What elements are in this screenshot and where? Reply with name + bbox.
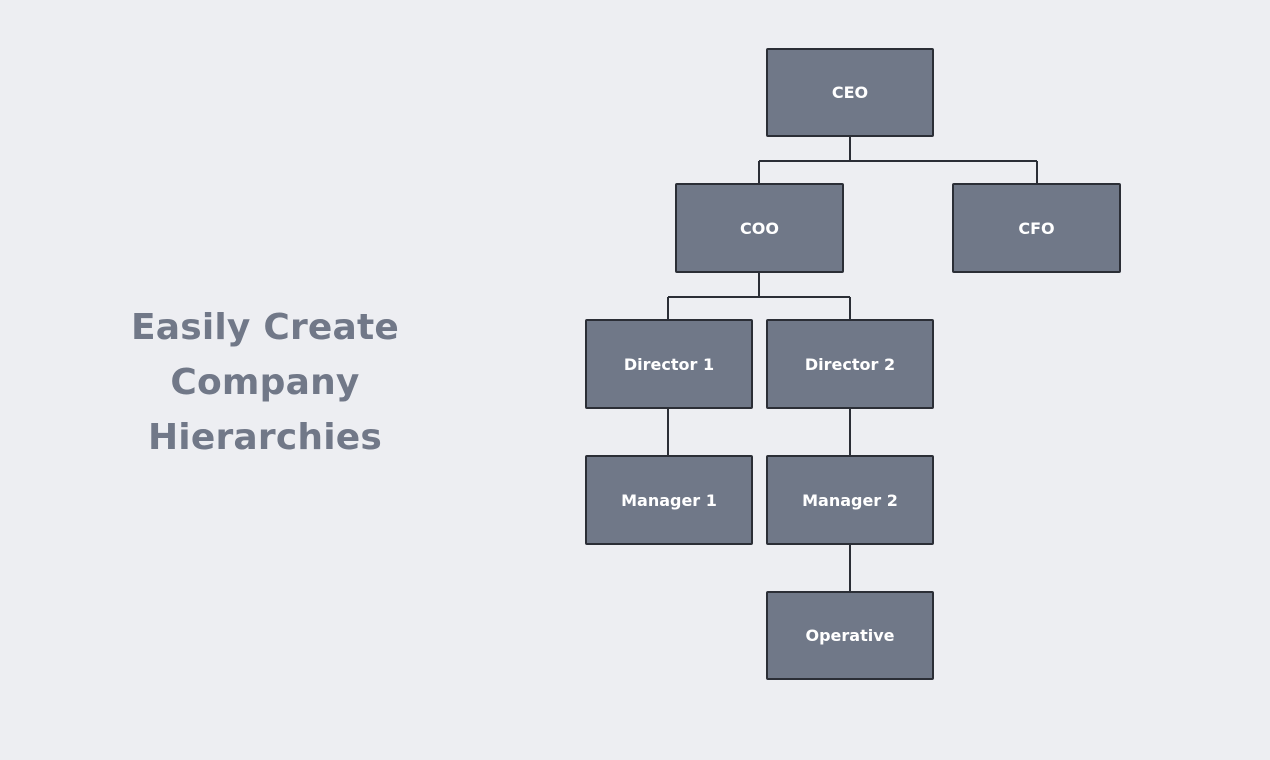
node-manager-2[interactable]: Manager 2 bbox=[766, 455, 934, 545]
connector-ceo-to-coo-cfo bbox=[758, 137, 1038, 184]
node-cfo[interactable]: CFO bbox=[952, 183, 1121, 273]
node-director-2[interactable]: Director 2 bbox=[766, 319, 934, 409]
headline: Easily Create Company Hierarchies bbox=[95, 300, 435, 465]
node-ceo[interactable]: CEO bbox=[766, 48, 934, 137]
headline-line-1: Easily Create bbox=[130, 307, 400, 348]
node-manager-1[interactable]: Manager 1 bbox=[585, 455, 753, 545]
headline-line-2: Company bbox=[170, 362, 360, 403]
node-coo[interactable]: COO bbox=[675, 183, 844, 273]
connector-coo-to-directors bbox=[667, 272, 851, 320]
node-operative[interactable]: Operative bbox=[766, 591, 934, 680]
headline-line-3: Hierarchies bbox=[147, 417, 383, 458]
node-director-1[interactable]: Director 1 bbox=[585, 319, 753, 409]
